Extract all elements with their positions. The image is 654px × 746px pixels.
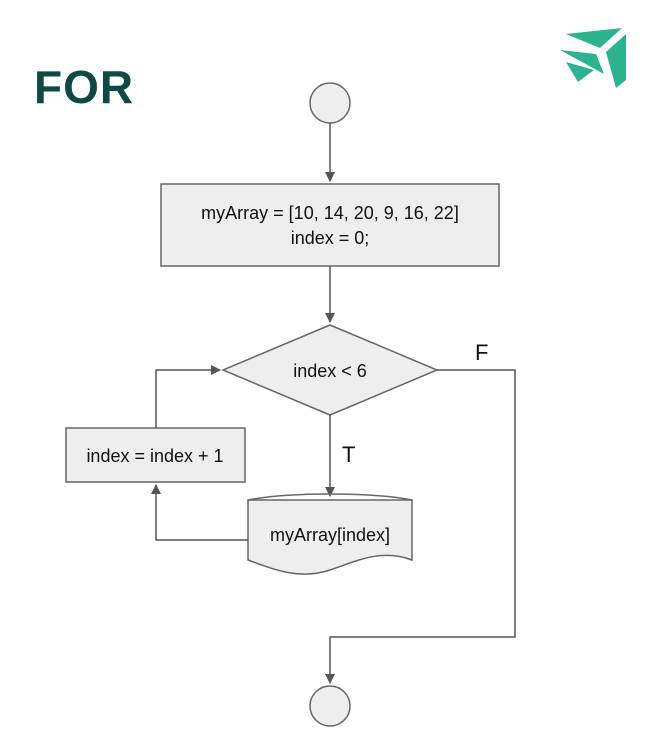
condition-label: index < 6 — [293, 361, 367, 381]
edge-false-to-end — [325, 369, 516, 684]
init-process-node: myArray = [10, 14, 20, 9, 16, 22] index … — [160, 183, 500, 267]
true-branch-label: T — [342, 442, 355, 467]
init-array-label: myArray = [10, 14, 20, 9, 16, 22] — [201, 203, 459, 223]
slide-title: FOR — [34, 61, 135, 113]
paper-plane-logo-icon — [560, 28, 626, 88]
output-document-node: myArray[index] — [247, 493, 413, 575]
false-branch-label: F — [475, 340, 488, 365]
end-terminal — [309, 685, 351, 727]
increment-label: index = index + 1 — [86, 446, 223, 466]
edge-output-to-increment — [151, 484, 248, 541]
init-index-label: index = 0; — [291, 228, 370, 248]
condition-decision-node: index < 6 — [221, 324, 439, 416]
increment-process-node: index = index + 1 — [65, 427, 246, 483]
start-terminal — [309, 82, 351, 124]
output-label: myArray[index] — [270, 525, 390, 545]
edge-increment-to-condition — [155, 365, 221, 428]
